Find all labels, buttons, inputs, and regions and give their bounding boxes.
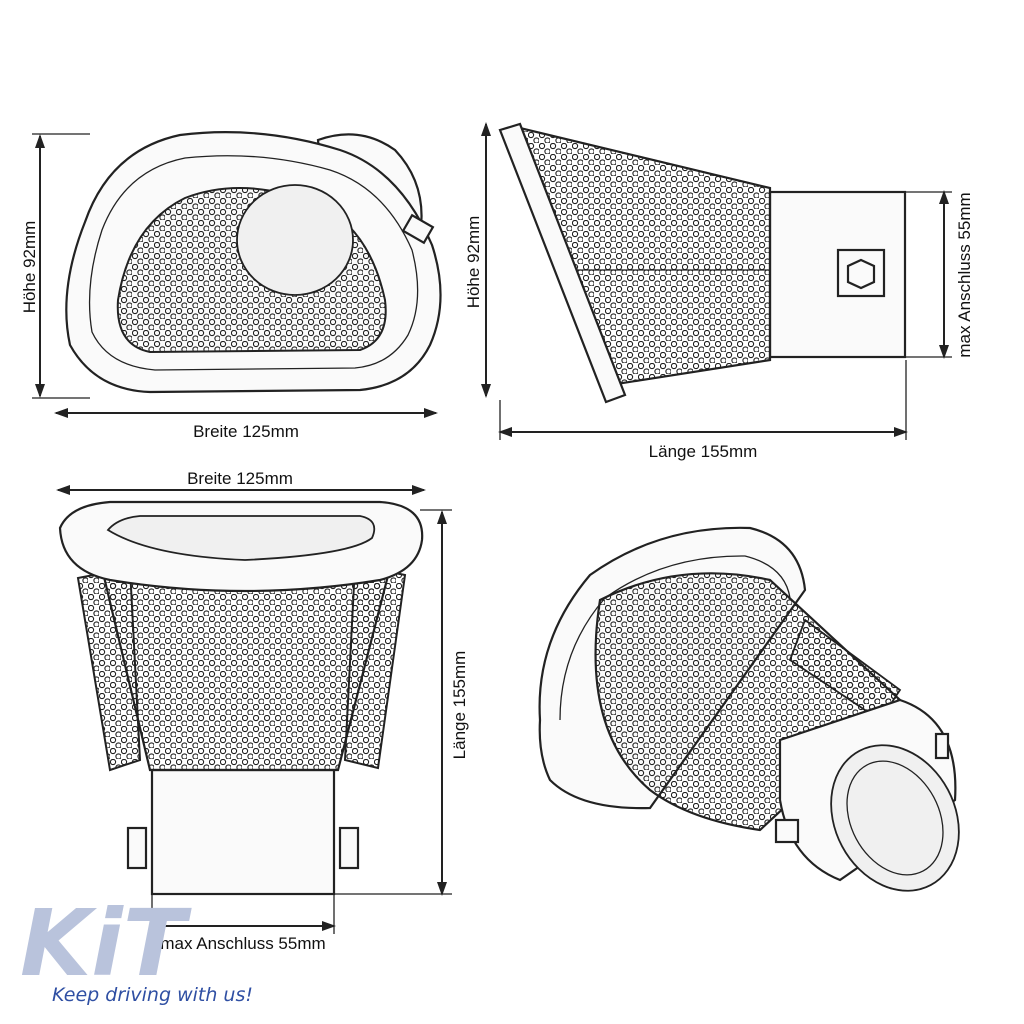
side-clamp-nut	[846, 258, 876, 290]
side-length-label: Länge 155mm	[649, 442, 758, 461]
perspective-outlet-opening	[830, 744, 960, 892]
perspective-clamp-tab	[934, 732, 950, 760]
top-flange-opening	[106, 515, 376, 561]
side-flange	[498, 122, 627, 404]
brand-tagline: Keep driving with us!	[52, 984, 253, 1006]
brand-logo-text: KiT	[20, 890, 192, 997]
side-connection-label: max Anschluss 55mm	[955, 192, 974, 357]
front-clamp-bolt	[401, 213, 435, 245]
side-height-label: Höhe 92mm	[464, 216, 483, 309]
top-connection-label: max Anschluss 55mm	[160, 934, 325, 953]
top-width-label: Breite 125mm	[187, 469, 293, 488]
perspective-view	[538, 526, 960, 892]
perspective-outlet-inner	[846, 760, 944, 876]
front-width-label: Breite 125mm	[193, 422, 299, 441]
brand-logo: KiT	[20, 890, 192, 997]
top-bolt-left	[126, 826, 148, 870]
front-outlet-opening	[236, 184, 354, 296]
top-bolt-right	[338, 826, 360, 870]
front-height-label: Höhe 92mm	[20, 221, 39, 314]
top-length-label: Länge 155mm	[450, 651, 469, 760]
side-view: Höhe 92mm max Anschluss 55mm Länge 155mm	[464, 122, 974, 461]
front-view: Höhe 92mm Breite 125mm	[20, 131, 442, 441]
perspective-clamp-nut	[774, 818, 800, 844]
top-view: Breite 125mm Länge 155mm max Anschluss 5…	[56, 469, 469, 953]
top-outlet-pipe	[150, 768, 336, 896]
front-flange-ring	[88, 155, 419, 371]
